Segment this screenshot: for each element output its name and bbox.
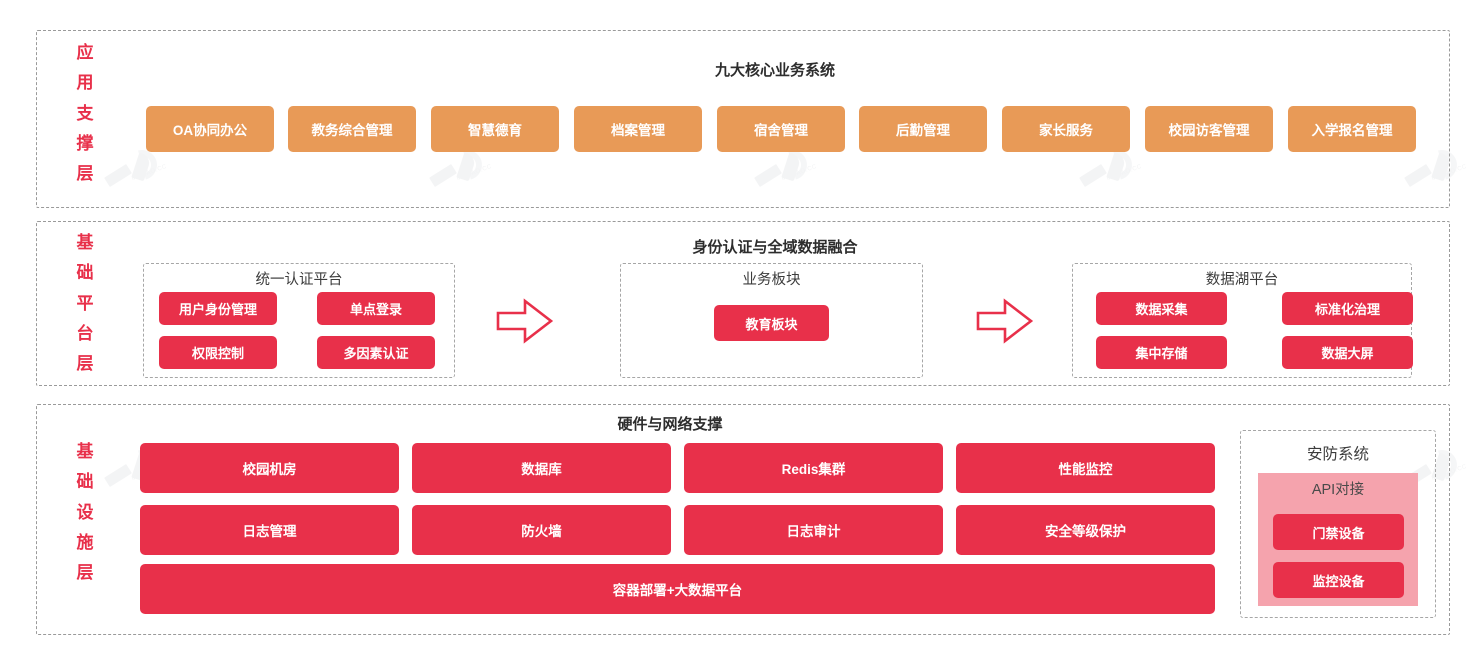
infra-item-redis-cluster[interactable]: Redis集群: [684, 443, 943, 493]
infra-item-log-audit[interactable]: 日志审计: [684, 505, 943, 555]
app-module-campus-visitor[interactable]: 校园访客管理: [1145, 106, 1273, 152]
arrow-right-icon-2: [975, 296, 1035, 346]
layer-title-nine-core-systems: 九大核心业务系统: [714, 62, 835, 79]
app-module-dormitory[interactable]: 宿舍管理: [717, 106, 845, 152]
group-business-module: [620, 263, 923, 378]
layer-label-infrastructure: 基础设施层: [76, 442, 94, 582]
infra-item-security-grade-protection[interactable]: 安全等级保护: [956, 505, 1215, 555]
arrow-right-icon-1: [495, 296, 555, 346]
layer-title-identity-data-fusion: 身份认证与全域数据融合: [692, 239, 858, 256]
security-item-surveillance-device[interactable]: 监控设备: [1273, 562, 1404, 598]
business-item-education[interactable]: 教育板块: [714, 305, 829, 341]
security-item-access-control-device[interactable]: 门禁设备: [1273, 514, 1404, 550]
auth-item-access-control[interactable]: 权限控制: [159, 336, 277, 369]
group-title-data-lake: 数据湖平台: [1205, 272, 1279, 288]
app-module-parent-service[interactable]: 家长服务: [1002, 106, 1130, 152]
auth-item-mfa[interactable]: 多因素认证: [317, 336, 435, 369]
infra-item-performance-monitoring[interactable]: 性能监控: [956, 443, 1215, 493]
infra-item-log-management[interactable]: 日志管理: [140, 505, 399, 555]
group-title-business-module: 业务板块: [742, 272, 801, 288]
app-module-enrollment[interactable]: 入学报名管理: [1288, 106, 1416, 152]
layer-title-hardware-network: 硬件与网络支撑: [617, 416, 723, 433]
datalake-item-data-dashboard[interactable]: 数据大屏: [1282, 336, 1413, 369]
group-unified-auth-platform: [143, 263, 455, 378]
platform-layer: [36, 221, 1450, 386]
infra-item-campus-datacenter[interactable]: 校园机房: [140, 443, 399, 493]
auth-item-single-sign-on[interactable]: 单点登录: [317, 292, 435, 325]
layer-label-platform: 基础平台层: [76, 233, 94, 373]
group-title-security-system: 安防系统: [1306, 446, 1369, 463]
group-security-system: [1240, 430, 1436, 618]
infra-item-firewall[interactable]: 防火墙: [412, 505, 671, 555]
app-module-academic[interactable]: 教务综合管理: [288, 106, 416, 152]
datalake-item-central-storage[interactable]: 集中存储: [1096, 336, 1227, 369]
infra-item-container-bigdata-platform[interactable]: 容器部署+大数据平台: [140, 564, 1215, 614]
app-module-oa[interactable]: OA协同办公: [146, 106, 274, 152]
application-support-layer: [36, 30, 1450, 208]
datalake-item-collection[interactable]: 数据采集: [1096, 292, 1227, 325]
layer-label-application-support: 应用支撑层: [76, 43, 94, 183]
auth-item-user-identity[interactable]: 用户身份管理: [159, 292, 277, 325]
app-module-archives[interactable]: 档案管理: [574, 106, 702, 152]
infrastructure-layer: [36, 404, 1450, 635]
app-module-moral-education[interactable]: 智慧德育: [431, 106, 559, 152]
panel-title-api-integration: API对接: [1311, 482, 1365, 498]
datalake-item-standardization[interactable]: 标准化治理: [1282, 292, 1413, 325]
app-module-logistics[interactable]: 后勤管理: [859, 106, 987, 152]
infra-item-database[interactable]: 数据库: [412, 443, 671, 493]
group-title-unified-auth: 统一认证平台: [255, 272, 343, 288]
